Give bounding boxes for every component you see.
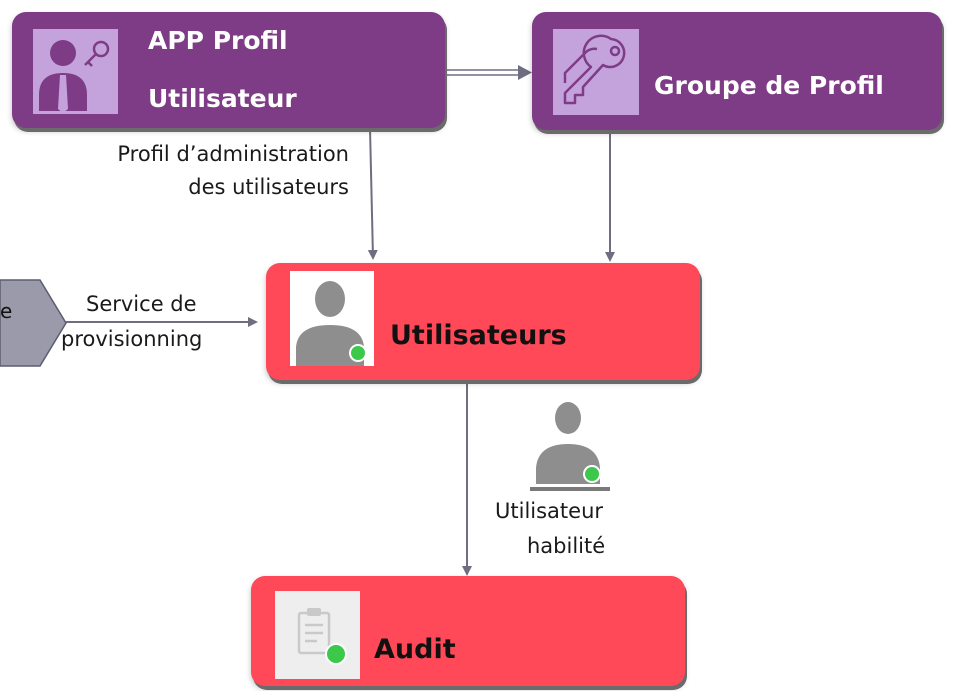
habilite-label-line2: habilité [527,534,606,558]
keys-icon [553,29,639,115]
habilite-label-line1: Utilisateur [495,499,604,523]
audit-title: Audit [374,634,456,665]
clipboard-status-icon [275,591,360,679]
edge-app-to-utilisateurs [367,127,378,260]
groupe-profil-title: Groupe de Profil [654,71,884,100]
app-profil-title-line2: Utilisateur [148,84,297,113]
user-key-icon [33,29,118,114]
app-profil-title-line1: APP Profil [148,26,288,55]
profil-admin-label-line1: Profil d’administration [117,142,349,166]
service-label-line1: Service de [86,292,197,316]
user-status-icon [290,271,374,366]
source-node-label: e [0,299,12,323]
edge-app-to-groupe [446,65,532,80]
profil-admin-label-line2: des utilisateurs [188,175,349,199]
utilisateurs-title: Utilisateurs [390,320,567,351]
source-node[interactable]: e [0,276,70,370]
service-label-line2: provisionning [61,327,203,351]
user-status-icon [530,396,610,492]
